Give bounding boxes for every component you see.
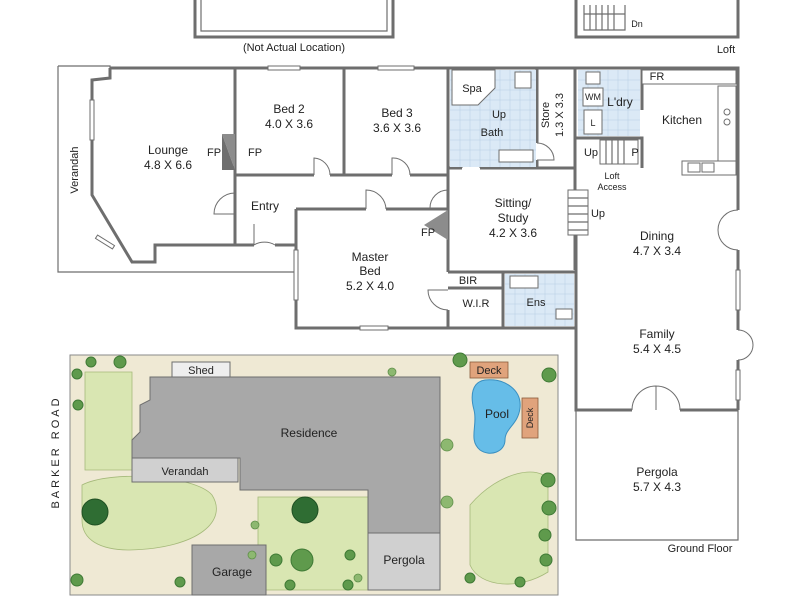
ens-label: Ens xyxy=(527,297,546,309)
up-loft-label: Up xyxy=(584,147,598,159)
spa-name: Spa xyxy=(462,83,482,95)
wir-label: W.I.R xyxy=(463,298,490,310)
store-size: 1.3 X 3.3 xyxy=(554,93,566,137)
site-plan xyxy=(69,352,559,596)
fp1-label: FP xyxy=(207,147,221,159)
l-label: L xyxy=(590,118,595,128)
bath-name: Bath xyxy=(481,127,504,139)
top-fragment-left xyxy=(193,0,395,39)
stairs xyxy=(567,139,639,236)
bed3-size: 3.6 X 3.6 xyxy=(373,121,421,135)
sitting-name: Sitting/ xyxy=(495,196,532,210)
family-name: Family xyxy=(639,327,674,341)
pool-label: Pool xyxy=(485,407,509,421)
bir-label: BIR xyxy=(459,275,477,287)
fp3-label: FP xyxy=(421,227,435,239)
ensuite-area xyxy=(505,274,574,326)
lounge-size: 4.8 X 6.6 xyxy=(144,158,192,172)
ground-floor-label: Ground Floor xyxy=(668,543,733,555)
loft-fragment xyxy=(574,0,740,39)
lounge-name: Lounge xyxy=(148,143,188,157)
shed-label: Shed xyxy=(188,365,214,377)
garage-label: Garage xyxy=(212,565,252,579)
up-stairs-label: Up xyxy=(591,208,605,220)
fr-label: FR xyxy=(650,71,665,83)
bed3-name: Bed 3 xyxy=(381,106,413,120)
verandah-label: Verandah xyxy=(69,146,81,193)
master-name: Master xyxy=(352,250,389,264)
store-name: Store xyxy=(540,102,552,128)
loft-dn-label: Dn xyxy=(631,19,643,29)
entry-name: Entry xyxy=(251,199,279,213)
p-label: P xyxy=(631,147,638,159)
laundry-name: L'dry xyxy=(607,95,633,109)
dining-size: 4.7 X 3.4 xyxy=(633,244,681,258)
house-walls xyxy=(90,66,740,412)
pergola-size: 5.7 X 4.3 xyxy=(633,480,681,494)
master-name2: Bed xyxy=(359,264,380,278)
deck2-label: Deck xyxy=(525,407,535,428)
sitting-name2: Study xyxy=(498,211,529,225)
sitting-size: 4.2 X 3.6 xyxy=(489,226,537,240)
loft-label: Loft xyxy=(717,44,735,56)
site-verandah-label: Verandah xyxy=(161,466,208,478)
pergola-outline xyxy=(575,410,739,541)
wm-label: WM xyxy=(585,92,601,102)
fireplaces xyxy=(222,134,448,240)
site-pergola-label: Pergola xyxy=(383,553,425,567)
kitchen-name: Kitchen xyxy=(662,113,702,127)
road-label: BARKER ROAD xyxy=(50,395,62,508)
residence-label: Residence xyxy=(281,426,338,440)
kitchen-fixtures xyxy=(641,69,737,176)
bath-up-label: Up xyxy=(492,109,506,121)
family-size: 5.4 X 4.5 xyxy=(633,342,681,356)
pergola-name: Pergola xyxy=(636,465,678,479)
bathroom-area xyxy=(450,69,536,167)
bed2-name: Bed 2 xyxy=(273,102,305,116)
bed2-size: 4.0 X 3.6 xyxy=(265,117,313,131)
loft-access-label: Loft xyxy=(604,171,620,181)
dining-name: Dining xyxy=(640,229,674,243)
deck1-label: Deck xyxy=(476,365,502,377)
fp2-label: FP xyxy=(248,147,262,159)
laundry-area xyxy=(578,70,640,136)
not-actual-location-label: (Not Actual Location) xyxy=(243,42,345,54)
loft-access-label2: Access xyxy=(597,182,627,192)
master-size: 5.2 X 4.0 xyxy=(346,279,394,293)
